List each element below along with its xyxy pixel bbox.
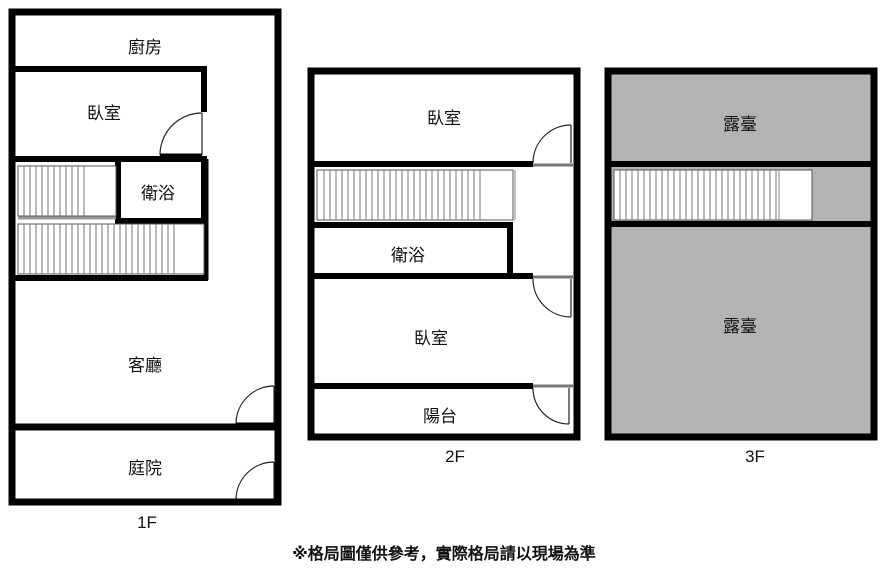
door	[235, 385, 275, 426]
floor-1f: 廚房 臥室 衛浴 客廳 庭院 1F	[8, 8, 282, 532]
room-label-courtyard: 庭院	[128, 459, 162, 479]
room-label-bedroom: 臥室	[87, 104, 121, 124]
room-label-balcony: 陽台	[423, 407, 457, 427]
room-label-bathroom: 衛浴	[141, 184, 175, 204]
floor-label-1f: 1F	[137, 513, 157, 532]
room-label-bathroom: 衛浴	[391, 246, 425, 266]
door	[159, 112, 203, 157]
floor-label-2f: 2F	[445, 447, 465, 466]
floor-3f-outer-wall	[604, 67, 878, 441]
room-label-living-room: 客廳	[128, 356, 162, 376]
floor-2f: 臥室 衛浴 臥室 陽台 2F	[307, 67, 581, 466]
floor-label-3f: 3F	[745, 447, 765, 466]
floor-2f-outer-wall	[307, 67, 581, 441]
room-label-terrace-top: 露臺	[723, 115, 757, 135]
staircase	[613, 169, 813, 221]
room-label-bedroom-bottom: 臥室	[414, 329, 448, 349]
door	[532, 384, 573, 425]
floor-3f: 露臺 露臺 3F	[604, 67, 878, 466]
staircase	[316, 169, 514, 221]
door	[532, 124, 573, 167]
floor-1f-outer-wall	[8, 8, 282, 506]
room-label-kitchen: 廚房	[128, 37, 162, 58]
room-label-terrace-bottom: 露臺	[723, 317, 757, 337]
disclaimer-note: ※格局圖僅供參考，實際格局請以現場為準	[292, 544, 596, 563]
door	[532, 275, 573, 318]
staircase	[17, 165, 205, 275]
room-label-bedroom-top: 臥室	[427, 109, 461, 129]
door	[235, 461, 275, 502]
